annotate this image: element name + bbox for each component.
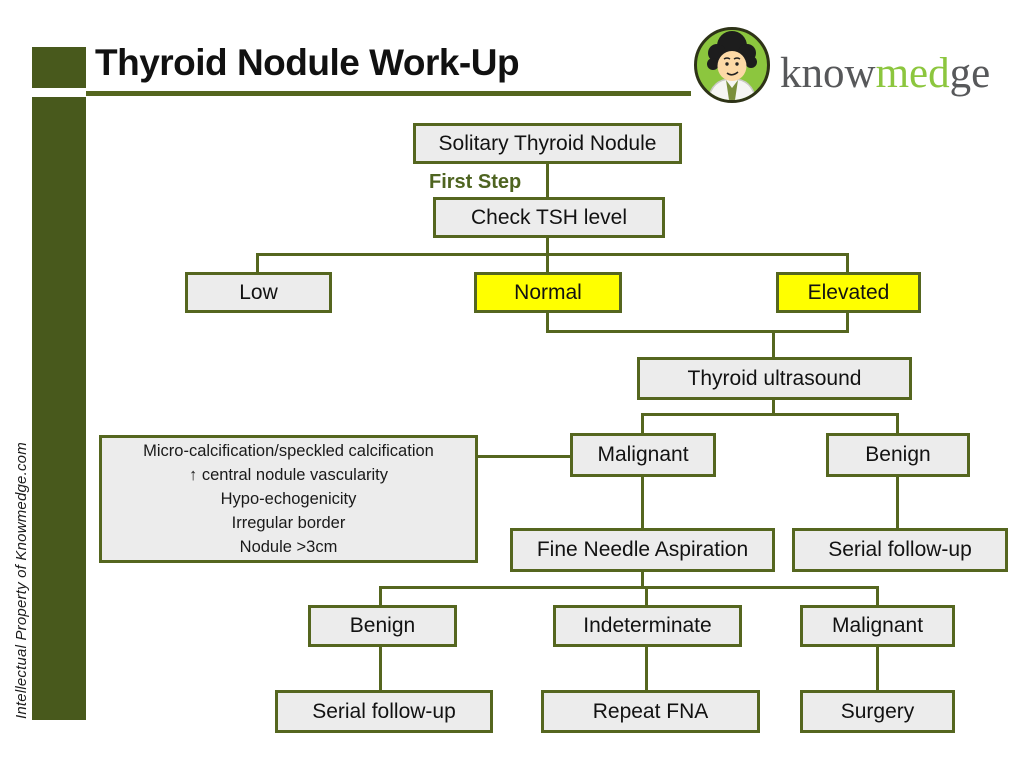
node-check-tsh: Check TSH level [433,197,665,238]
connector [846,313,849,333]
connector [641,572,644,589]
node-repeat-fna: Repeat FNA [541,690,760,733]
logo-ge: ge [949,49,991,97]
knowmedge-logo: knowmedge [693,26,990,104]
node-ultrasound-benign: Benign [826,433,970,477]
connector [645,647,648,691]
connector [546,330,849,333]
node-serial-followup-fna: Serial follow-up [275,690,493,733]
connector [772,400,775,416]
criteria-line: Irregular border [231,514,346,532]
node-serial-followup-ultrasound: Serial follow-up [792,528,1008,572]
connector [546,163,549,197]
node-ultrasound-malignant: Malignant [570,433,716,477]
node-fine-needle-aspiration: Fine Needle Aspiration [510,528,775,572]
logo-know: know [780,49,876,97]
sidebar-accent-square [32,47,86,88]
criteria-line: ↑ central nodule vascularity [188,466,388,484]
node-fna-benign: Benign [308,605,457,647]
criteria-line: Micro-calcification/speckled calcificati… [143,442,434,460]
node-thyroid-ultrasound: Thyroid ultrasound [637,357,912,400]
sidebar-bar [32,97,86,720]
logo-med: med [875,49,950,97]
connector [379,586,382,605]
connector [478,455,570,458]
node-fna-indeterminate: Indeterminate [553,605,742,647]
malignancy-criteria-box: Micro-calcification/speckled calcificati… [99,435,478,563]
connector [876,586,879,605]
criteria-line: Hypo-echogenicity [220,490,357,508]
connector [645,586,648,605]
page-title: Thyroid Nodule Work-Up [95,42,520,83]
connector [772,330,775,358]
node-surgery: Surgery [800,690,955,733]
connector [546,238,549,255]
first-step-label: First Step [429,171,522,193]
connector [846,253,849,274]
knowmedge-mascot-icon [694,27,770,103]
connector [546,253,549,274]
connector [896,477,899,528]
node-fna-malignant: Malignant [800,605,955,647]
knowmedge-wordmark: knowmedge [780,52,990,95]
connector [256,253,259,274]
node-tsh-elevated: Elevated [776,272,921,313]
node-tsh-normal: Normal [474,272,622,313]
node-solitary-thyroid-nodule: Solitary Thyroid Nodule [413,123,682,164]
connector [256,253,849,256]
node-tsh-low: Low [185,272,332,313]
connector [379,647,382,691]
watermark-text: Intellectual Property of Knowmedge.com [13,442,30,719]
connector [641,477,644,528]
connector [876,647,879,691]
connector [896,413,899,433]
connector [379,586,879,589]
connector [546,313,549,333]
connector [641,413,899,416]
criteria-line: Nodule >3cm [239,538,338,556]
connector [641,413,644,433]
title-underline [86,91,691,96]
